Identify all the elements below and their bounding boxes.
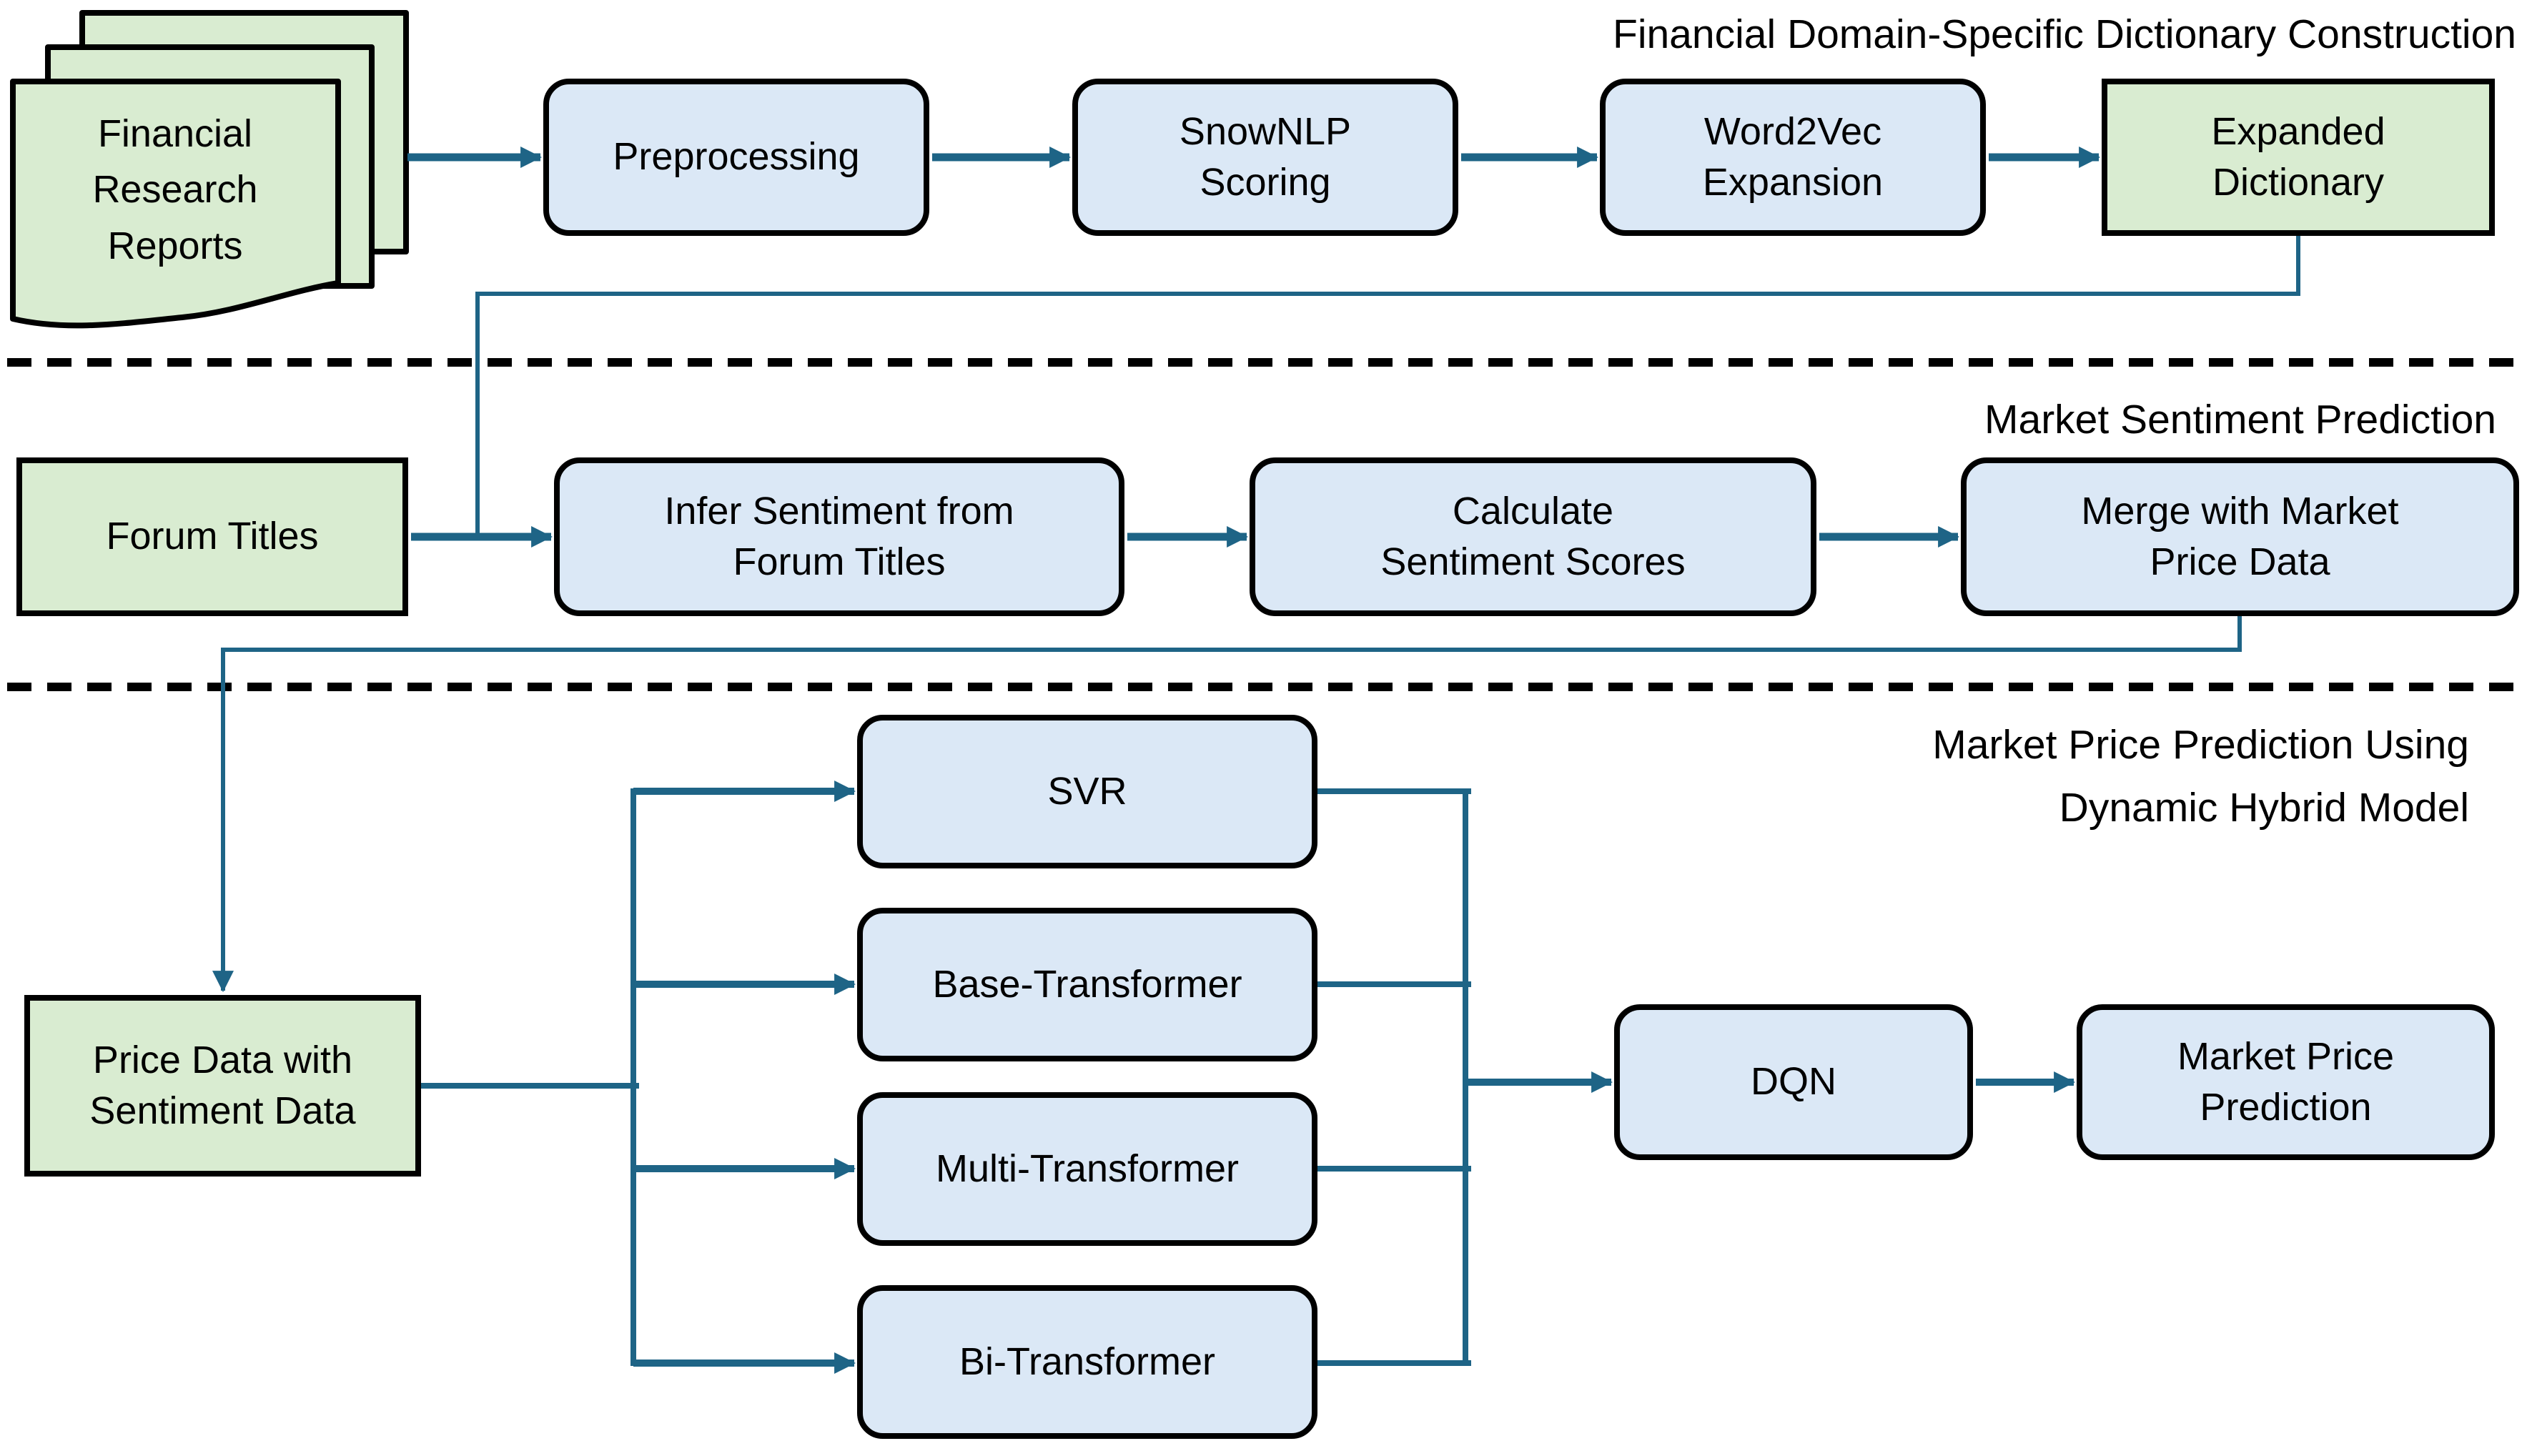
node-infer-sentiment: Infer Sentiment from Forum Titles [554,457,1124,616]
node-snownlp-scoring: SnowNLP Scoring [1072,79,1458,236]
node-price-data-with-sentiment-data: Price Data with Sentiment Data [24,995,421,1177]
node-forum-titles: Forum Titles [16,457,408,616]
node-word2vec-expansion: Word2Vec Expansion [1600,79,1986,236]
section-title-market-price-prediction: Market Price Prediction Using Dynamic Hy… [1932,722,2469,831]
node-financial-research-reports-label: Financial Research Reports [92,112,258,267]
node-multi-transformer: Multi-Transformer [857,1092,1317,1246]
section-title-market-sentiment-prediction: Market Sentiment Prediction [1984,397,2496,442]
section-dividers [7,358,2525,691]
node-preprocessing: Preprocessing [543,79,929,236]
node-expanded-dictionary: Expanded Dictionary [2102,79,2495,236]
node-market-price-prediction: Market Price Prediction [2077,1004,2495,1160]
node-merge-with-market-price-data: Merge with Market Price Data [1961,457,2519,616]
line-dictionary-to-infer [475,236,2300,533]
document-stack-icon [10,10,409,329]
node-svr: SVR [857,715,1317,868]
node-calculate-sentiment-scores: Calculate Sentiment Scores [1250,457,1816,616]
node-base-transformer: Base-Transformer [857,908,1317,1061]
node-dqn: DQN [1614,1004,1973,1160]
section-title-dictionary-construction: Financial Domain-Specific Dictionary Con… [1613,11,2516,57]
line-merge-to-price-data [212,616,2242,993]
node-bi-transformer: Bi-Transformer [857,1285,1317,1439]
model-fanout-lines [421,781,856,1374]
document-page-front [10,79,341,329]
model-fanin-lines [1317,788,1613,1366]
